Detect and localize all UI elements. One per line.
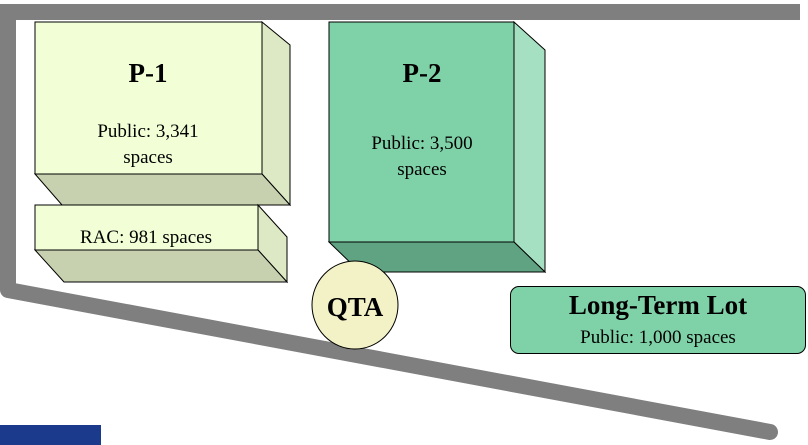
p2-side-face	[513, 20, 546, 274]
rac-front-face	[34, 204, 259, 251]
p2-capacity-line2: spaces	[397, 159, 447, 180]
p1-garage	[33, 20, 292, 207]
p2-front-face	[328, 21, 515, 243]
long-term-lot-title: Long-Term Lot	[568, 290, 748, 320]
p2-garage	[327, 20, 547, 274]
roadway	[0, 4, 800, 290]
p1-front-face	[34, 21, 263, 175]
p1-title: P-1	[128, 58, 168, 88]
rac-bottom-face	[33, 249, 289, 283]
p2-title: P-2	[402, 58, 442, 88]
qta-label: QTA	[326, 292, 384, 322]
p1-side-face	[261, 20, 291, 207]
roadway-ramp	[0, 282, 778, 440]
p2-capacity-line1: Public: 3,500	[371, 133, 473, 154]
rac-block	[33, 203, 289, 284]
long-term-lot-capacity: Public: 1,000 spaces	[580, 327, 736, 348]
p1-capacity-line1: Public: 3,341	[97, 121, 199, 142]
p1-bottom-face	[33, 173, 292, 206]
p1-capacity-line2: spaces	[123, 147, 173, 168]
legend-swatch	[0, 425, 101, 445]
qta-circle	[311, 260, 399, 350]
long-term-lot-box	[510, 286, 806, 354]
rac-capacity: RAC: 981 spaces	[80, 227, 212, 248]
